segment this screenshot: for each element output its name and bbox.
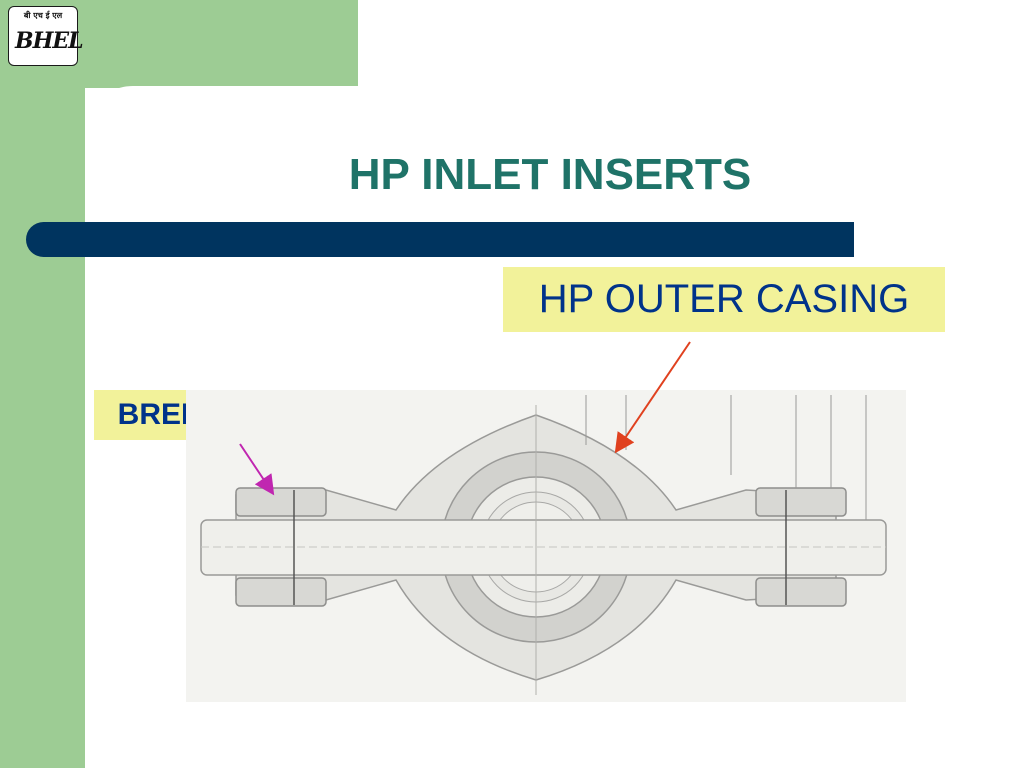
green-side-strip [0, 0, 85, 768]
bhel-logo-icon: बी एच ई एल BHEL [8, 6, 84, 66]
slide-title: HP INLET INSERTS [348, 150, 752, 199]
title-underline-bar [26, 222, 854, 257]
hp-inlet-insert-drawing [186, 390, 906, 702]
logo-main-text: BHEL [15, 28, 84, 54]
logo-hindi-text: बी एच ई एल [23, 11, 63, 20]
outer-casing-label: HP OUTER CASING [503, 267, 945, 332]
